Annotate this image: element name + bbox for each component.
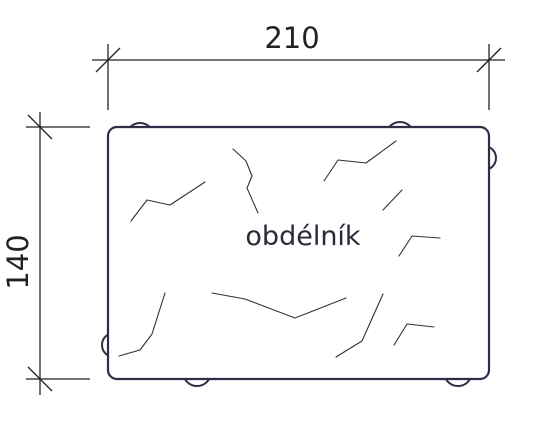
texture-stroke [211, 292, 347, 319]
stone-texture [118, 140, 441, 358]
texture-stroke [382, 189, 403, 211]
texture-stroke [130, 181, 206, 222]
width-tick-right [476, 47, 502, 73]
width-label: 210 [264, 21, 319, 55]
texture-stroke [335, 293, 384, 358]
height-tick-top [27, 114, 53, 140]
texture-stroke [118, 292, 166, 357]
width-dimension [92, 44, 505, 110]
height-tick-bottom [27, 366, 53, 392]
width-tick-left [95, 47, 121, 73]
height-dimension [26, 112, 90, 395]
texture-stroke [393, 323, 435, 346]
texture-stroke [323, 140, 397, 182]
texture-stroke [398, 235, 441, 257]
height-label: 140 [1, 234, 35, 289]
shape-label: obdélník [245, 221, 361, 252]
texture-stroke [232, 148, 259, 214]
rectangle-shape [106, 125, 491, 381]
